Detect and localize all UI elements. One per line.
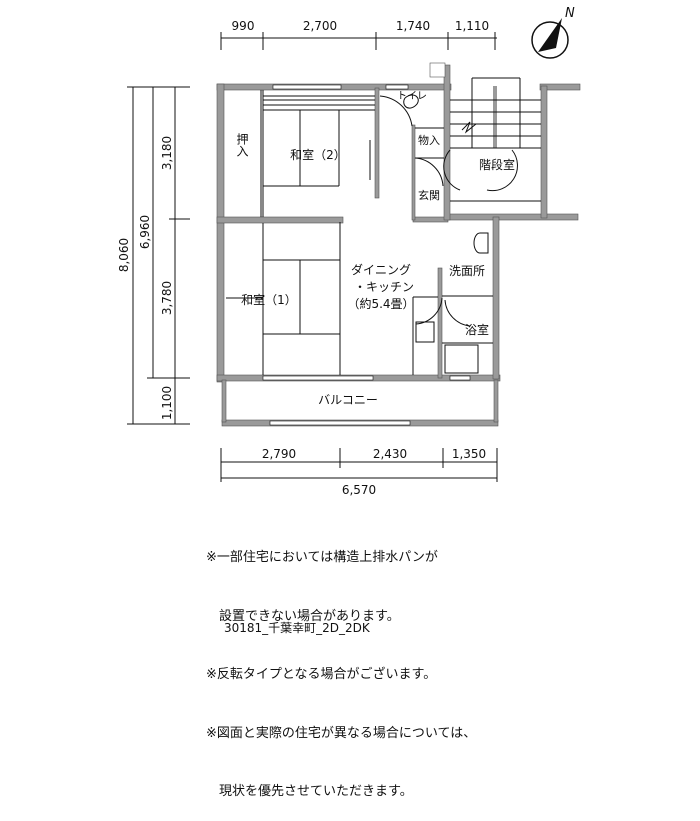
north-compass-icon bbox=[531, 18, 569, 59]
bottom-dimensions bbox=[220, 448, 498, 482]
dim-top-3: 1,740 bbox=[396, 19, 430, 33]
left-dimensions bbox=[127, 86, 190, 425]
label-oshiire: 押入 bbox=[235, 133, 249, 157]
compass-label: N bbox=[565, 6, 575, 21]
dim-bottom-3: 1,350 bbox=[452, 447, 486, 461]
label-washitsu-1: 和室（1） bbox=[241, 292, 297, 307]
plan-code: 30181_千葉幸町_2D_2DK bbox=[224, 621, 370, 635]
notes: ※一部住宅においては構造上排水パンが 設置できない場合があります。 ※反転タイプ… bbox=[206, 509, 476, 821]
note-line: ※一部住宅においては構造上排水パンが bbox=[206, 550, 438, 565]
label-dk-line2: ・キッチン bbox=[354, 280, 414, 294]
dim-top-2: 2,700 bbox=[303, 19, 337, 33]
label-balcony: バルコニー bbox=[318, 393, 378, 407]
note-line: 現状を優先させていただきます。 bbox=[206, 784, 413, 799]
dim-bottom-1: 2,790 bbox=[262, 447, 296, 461]
label-stairwell: 階段室 bbox=[479, 157, 515, 172]
interior-lines bbox=[226, 77, 541, 375]
label-dk-line3: （約5.4畳） bbox=[347, 296, 414, 311]
dim-left-2: 3,780 bbox=[160, 281, 174, 315]
dim-top-1: 990 bbox=[232, 19, 255, 33]
dim-bottom-total: 6,570 bbox=[342, 483, 376, 497]
dim-left-total: 8,060 bbox=[117, 238, 131, 272]
label-toilet: トイレ bbox=[397, 91, 427, 102]
label-storage: 物入 bbox=[418, 133, 440, 147]
floor-plan: 990 2,700 1,740 1,110 N 8,060 6,960 3,18… bbox=[117, 6, 581, 497]
dim-top-4: 1,110 bbox=[455, 19, 489, 33]
dim-bottom-2: 2,430 bbox=[373, 447, 407, 461]
windows bbox=[262, 84, 471, 426]
label-washitsu-2: 和室（2） bbox=[290, 147, 346, 162]
dim-left-3: 1,100 bbox=[160, 386, 174, 420]
label-washroom: 洗面所 bbox=[449, 264, 485, 278]
dim-left-1: 3,180 bbox=[160, 136, 174, 170]
note-line: 設置できない場合があります。 bbox=[206, 608, 400, 624]
walls bbox=[216, 62, 581, 427]
label-entrance: 玄関 bbox=[418, 188, 440, 202]
dim-left-middle: 6,960 bbox=[138, 215, 152, 249]
label-bath: 浴室 bbox=[465, 322, 489, 337]
note-line: ※図面と実際の住宅が異なる場合については、 bbox=[206, 725, 477, 741]
note-line: ※反転タイプとなる場合がございます。 bbox=[206, 667, 437, 682]
top-dimensions bbox=[220, 32, 497, 50]
label-dk-line1: ダイニング bbox=[351, 262, 411, 277]
